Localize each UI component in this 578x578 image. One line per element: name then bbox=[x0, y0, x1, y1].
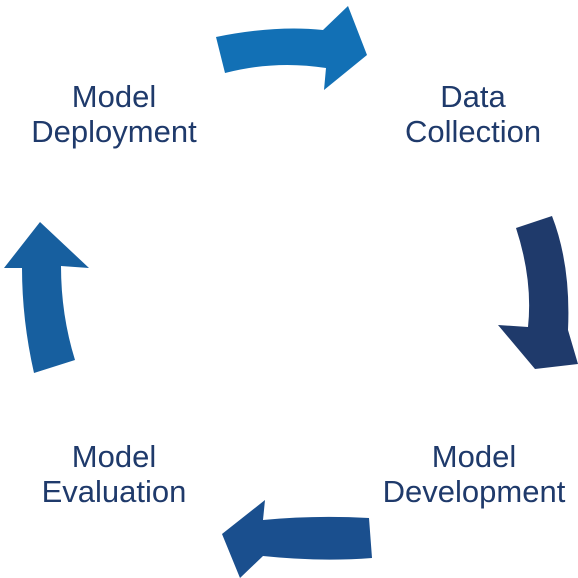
stage-label-line2: Development bbox=[382, 474, 566, 509]
stage-label-line1: Model bbox=[431, 439, 517, 474]
curved-arrow-up-icon bbox=[4, 222, 89, 373]
stage-label-line1: Model bbox=[71, 439, 157, 474]
stage-label-line2: Collection bbox=[404, 114, 542, 149]
stage-label-model-evaluation: Model Evaluation bbox=[0, 439, 234, 509]
stage-label-data-collection: Data Collection bbox=[353, 79, 578, 149]
curved-arrow-down-icon bbox=[498, 216, 578, 369]
stage-label-model-development: Model Development bbox=[354, 439, 578, 509]
curved-arrow-left-icon bbox=[222, 500, 372, 578]
curved-arrow-right-icon bbox=[216, 6, 367, 90]
stage-label-model-deployment: Model Deployment bbox=[0, 79, 234, 149]
stage-label-line1: Model bbox=[71, 79, 157, 114]
stage-label-line2: Deployment bbox=[31, 114, 197, 149]
stage-label-line2: Evaluation bbox=[41, 474, 187, 509]
stage-label-line1: Data bbox=[440, 79, 506, 114]
